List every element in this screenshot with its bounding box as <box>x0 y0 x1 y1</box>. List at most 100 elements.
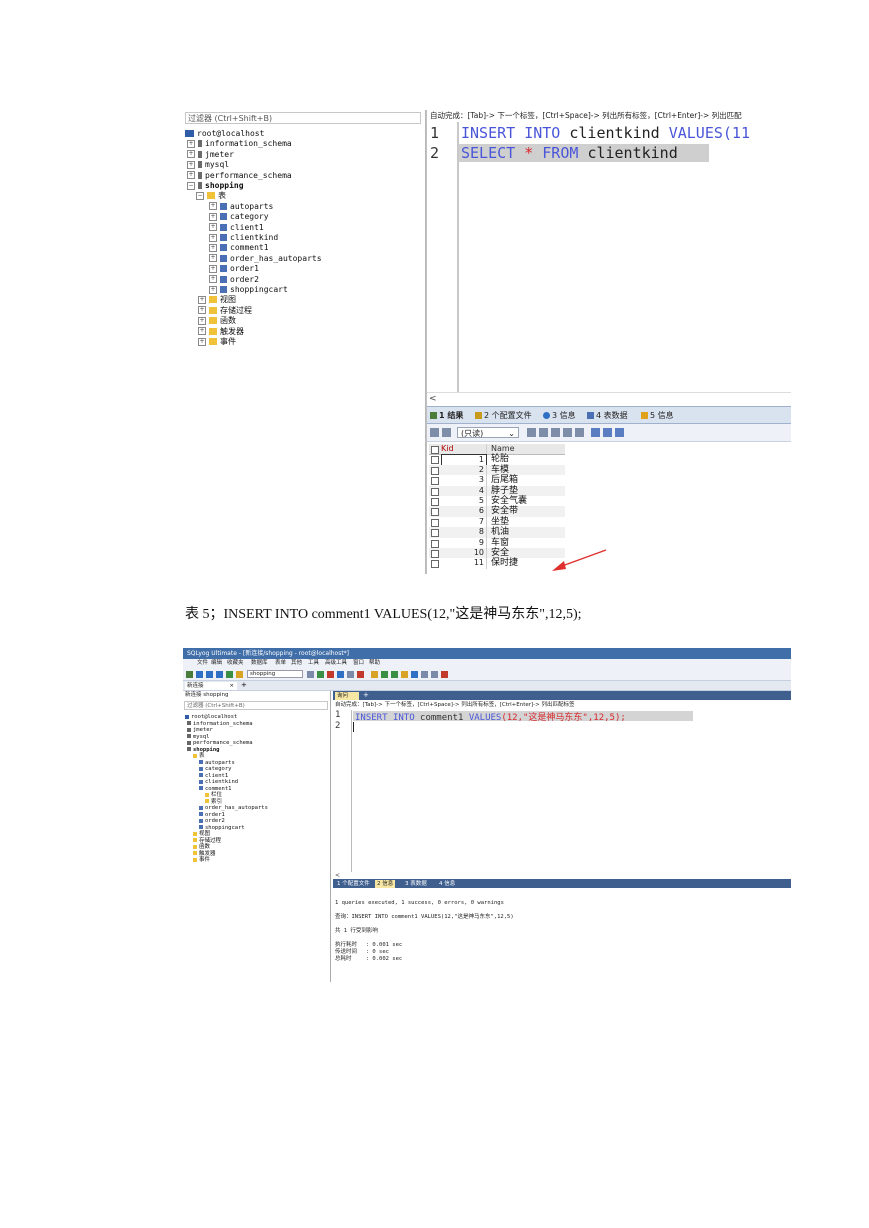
collapse-icon[interactable]: − <box>187 181 195 190</box>
horizontal-scrollbar[interactable]: < <box>427 392 791 404</box>
tree-db-open[interactable]: −shopping <box>187 181 244 190</box>
menu-table[interactable]: 表单 <box>275 660 287 666</box>
tree-folder[interactable]: +触发器 <box>198 326 244 336</box>
execute-icon[interactable] <box>226 671 233 678</box>
menu-tools[interactable]: 工具 <box>308 660 320 666</box>
tree-folder[interactable]: +函数 <box>198 316 236 326</box>
code-line-2[interactable]: SELECT * FROM clientkind <box>461 144 678 162</box>
tree-root[interactable]: root@localhost <box>185 129 264 139</box>
tree-folder[interactable]: 函数 <box>193 844 210 851</box>
tree-table[interactable]: +clientkind <box>209 233 279 242</box>
column-header-kid[interactable]: Kid <box>441 444 487 455</box>
tree-root[interactable]: root@localhost <box>185 714 237 721</box>
delete-icon[interactable] <box>357 671 364 678</box>
refresh-icon[interactable] <box>575 428 584 437</box>
row-checkbox[interactable] <box>431 508 439 517</box>
expand-icon[interactable]: + <box>209 233 217 242</box>
text-view-icon[interactable] <box>615 428 624 437</box>
tree-folder[interactable]: 触发器 <box>193 851 216 858</box>
expand-icon[interactable]: + <box>209 243 217 252</box>
tree-table[interactable]: client1 <box>199 773 228 780</box>
sync-icon[interactable] <box>391 671 398 678</box>
code-line-1[interactable]: INSERT INTO clientkind VALUES(11 <box>461 124 750 142</box>
tree-db[interactable]: +performance_schema <box>187 170 292 180</box>
row-checkbox[interactable] <box>431 466 439 475</box>
filter-input[interactable]: 过滤器 (Ctrl+Shift+B) <box>184 701 328 710</box>
expand-icon[interactable]: + <box>187 171 195 180</box>
save-icon[interactable] <box>551 428 560 437</box>
tab-profile[interactable]: 2 个配置文件 <box>475 410 532 421</box>
expand-icon[interactable]: + <box>209 285 217 294</box>
splitter[interactable] <box>426 110 427 574</box>
row-checkbox[interactable] <box>431 487 439 496</box>
tab-info-2[interactable]: 5 信息 <box>641 410 674 421</box>
expand-icon[interactable]: + <box>198 337 206 346</box>
tag-icon[interactable] <box>236 671 243 678</box>
row-checkbox[interactable] <box>431 498 439 506</box>
row-checkbox[interactable] <box>431 539 439 548</box>
tree-folder[interactable]: +视图 <box>198 295 236 305</box>
tree-db-open[interactable]: shopping <box>187 747 220 754</box>
expand-icon[interactable]: + <box>198 316 206 325</box>
copy-icon[interactable] <box>442 428 451 437</box>
tree-table[interactable]: +order2 <box>209 274 259 284</box>
save-icon[interactable] <box>337 671 344 678</box>
tree-table[interactable]: +shoppingcart <box>209 285 288 294</box>
tree-table[interactable]: shoppingcart <box>199 825 245 832</box>
expand-icon[interactable]: + <box>187 139 195 148</box>
insert-row-icon[interactable] <box>527 428 536 437</box>
horizontal-scrollbar[interactable]: < <box>333 872 791 879</box>
new-connection-icon[interactable] <box>186 671 193 678</box>
expand-icon[interactable]: + <box>198 327 206 336</box>
scroll-left-icon[interactable]: < <box>429 394 437 404</box>
tree-folder[interactable]: 存储过程 <box>193 838 221 845</box>
tab-profile[interactable]: 1 个配置文件 <box>337 881 370 887</box>
tab-table-data[interactable]: 4 表数据 <box>587 410 628 421</box>
tab-result[interactable]: 1 结果 <box>430 410 463 421</box>
bulb-icon[interactable] <box>371 671 378 678</box>
tree-table[interactable]: autoparts <box>199 760 235 767</box>
import-icon[interactable] <box>401 671 408 678</box>
menu-other[interactable]: 其他 <box>291 660 303 666</box>
menu-help[interactable]: 帮助 <box>369 660 381 666</box>
column-header-name[interactable]: Name <box>491 444 515 453</box>
tab-info[interactable]: 3 信息 <box>543 410 576 421</box>
expand-icon[interactable]: + <box>209 202 217 211</box>
row-checkbox[interactable] <box>431 477 439 486</box>
tab-query[interactable]: 询问 <box>335 692 359 700</box>
readonly-select[interactable]: (只读)⌄ <box>457 427 519 438</box>
close-icon[interactable]: × <box>229 683 234 689</box>
tab-table-data[interactable]: 3 表数据 <box>405 881 427 887</box>
tree-table[interactable]: clientkind <box>199 779 238 786</box>
row-checkbox[interactable] <box>431 529 439 538</box>
tree-table[interactable]: category <box>199 766 232 773</box>
tree-db[interactable]: +information_schema <box>187 139 292 149</box>
tree-db[interactable]: mysql <box>187 734 210 741</box>
code-line-1[interactable]: INSERT INTO comment1 VALUES(12,"这是神马东东",… <box>355 713 626 723</box>
stop-icon[interactable] <box>327 671 334 678</box>
tree-table[interactable]: +order1 <box>209 264 259 274</box>
expand-icon[interactable]: + <box>209 275 217 284</box>
menu-favorites[interactable]: 收藏夹 <box>227 660 244 666</box>
tree-folder[interactable]: 事件 <box>193 857 210 864</box>
tree-table-expanded[interactable]: comment1 <box>199 786 232 793</box>
row-checkbox[interactable] <box>431 560 439 569</box>
tree-folder-tables[interactable]: −表 <box>196 191 226 201</box>
row-checkbox[interactable] <box>431 550 439 558</box>
tree-subfolder[interactable]: 索引 <box>205 799 222 806</box>
refresh-icon[interactable] <box>216 671 223 678</box>
tab-info[interactable]: 4 信息 <box>439 881 456 887</box>
form-view-icon[interactable] <box>603 428 612 437</box>
tree-folder[interactable]: 视图 <box>193 831 210 838</box>
schema-icon[interactable] <box>421 671 428 678</box>
job-icon[interactable] <box>441 671 448 678</box>
export-icon[interactable] <box>411 671 418 678</box>
row-checkbox[interactable] <box>431 518 439 527</box>
